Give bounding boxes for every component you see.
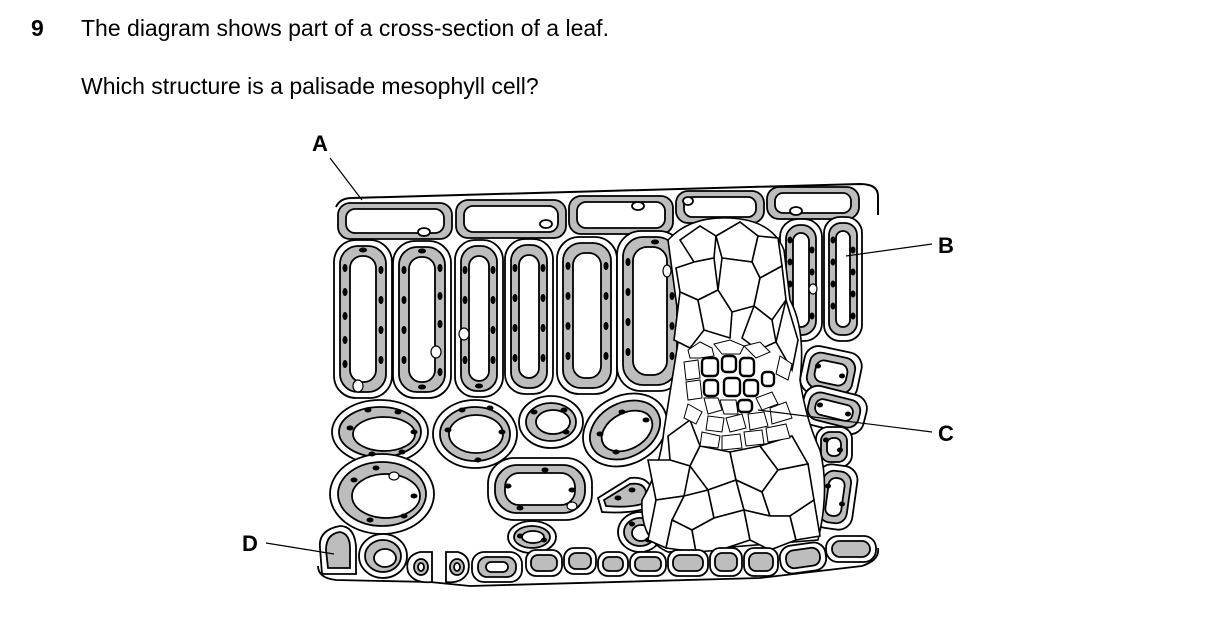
lower-epidermis-cell [743,547,779,577]
lower-epidermis-cell [563,547,597,575]
leader-line-c [757,409,933,433]
label-c: C [938,421,954,446]
lower-epidermis-cell [629,551,667,577]
upper-cuticle [335,182,879,215]
leader-line-b [845,243,933,257]
lower-epidermis-cell [667,549,709,577]
question-prompt: Which structure is a palisade mesophyll … [81,73,539,99]
spongy-cell [518,395,584,449]
palisade-cell [333,239,393,399]
lower-epidermis-cell [709,547,743,577]
palisade-cell [454,239,504,398]
lower-epidermis-cell [318,525,357,575]
spongy-cell [329,453,435,535]
parenchyma-cells [647,221,821,553]
spongy-cell [487,457,593,521]
label-b: B [938,233,954,258]
palisade-cell [392,240,452,399]
lower-cuticle [317,547,880,587]
guard-cell [445,551,470,584]
leader-line-d [265,542,335,555]
spongy-cell [507,520,557,554]
palisade-cell-b [823,216,863,342]
question-number: 9 [31,15,44,41]
label-d: D [242,531,258,556]
spongy-cell [582,392,668,468]
vascular-bundle [641,217,826,553]
lower-epidermis-cell [778,541,828,575]
upper-epidermis [337,186,860,240]
lower-epidermis-cell [525,549,563,577]
palisade-vacuoles [352,264,818,393]
lower-epidermis [317,525,880,587]
spongy-cell [432,399,518,469]
chloroplasts [342,236,856,390]
spongy-chloroplasts [346,363,851,543]
guard-cell [406,551,433,584]
lower-epidermis-cell [825,535,877,563]
palisade-cell [556,236,618,395]
label-a: A [312,131,328,156]
question-intro: The diagram shows part of a cross-sectio… [81,15,609,41]
xylem-cells [700,354,776,414]
label-leader-lines [265,157,933,555]
spongy-cell [331,399,429,465]
leader-line-a [329,157,363,201]
palisade-cell [504,238,554,395]
lower-epidermis-cell [358,533,408,579]
phloem-cells [683,339,793,451]
palisade-layer [333,216,863,399]
spongy-mesophyll [329,345,868,554]
lower-epidermis-cell [471,551,523,583]
lower-epidermis-cell [597,551,629,577]
